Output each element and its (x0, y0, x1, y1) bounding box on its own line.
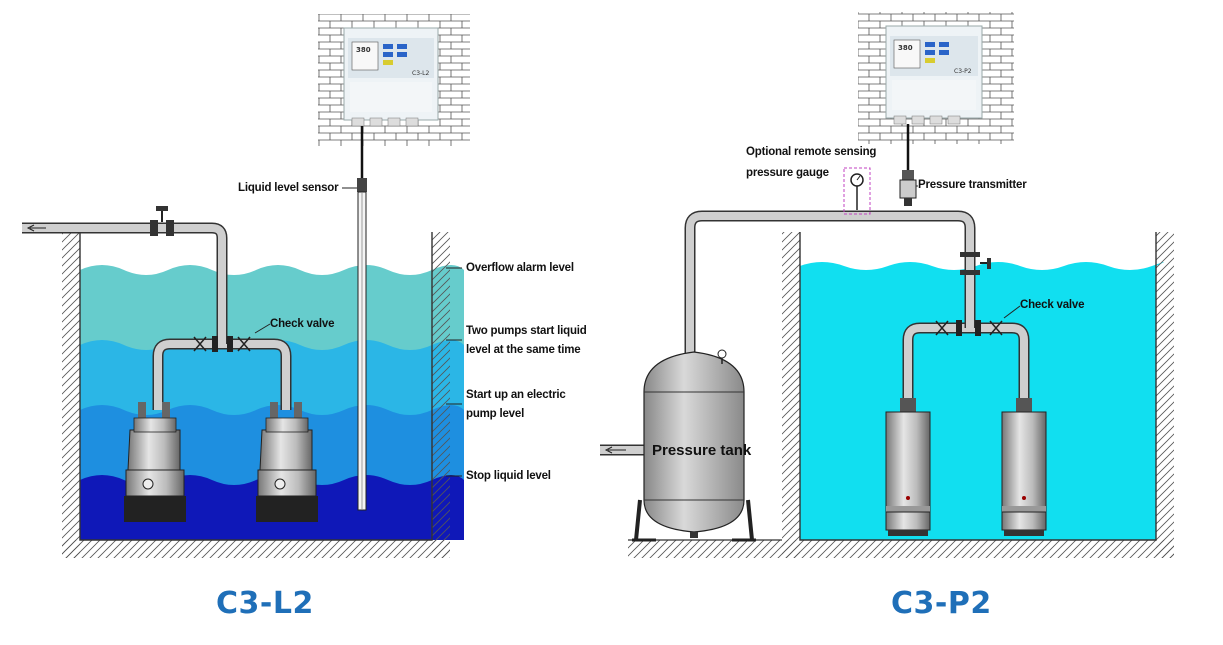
start-one-pump-label-2: pump level (466, 408, 525, 420)
pressure-transmitter-label: Pressure transmitter (918, 179, 1027, 191)
right-controller-model: C3-P2 (954, 68, 972, 75)
remote-gauge-label-2: pressure gauge (746, 167, 829, 179)
right-controller (858, 12, 1014, 172)
right-system-title: C3-P2 (891, 586, 992, 621)
overflow-alarm-level-label: Overflow alarm level (466, 262, 574, 274)
pressure-tank-shape (632, 349, 756, 542)
left-controller-display: 380 (356, 46, 371, 54)
left-pump-1 (124, 402, 186, 522)
left-leader-lines (446, 267, 462, 477)
left-pump-2 (256, 402, 318, 522)
stop-liquid-level-label: Stop liquid level (466, 470, 551, 482)
right-pump-1 (885, 398, 931, 536)
two-pumps-start-label-2: level at the same time (466, 344, 581, 356)
left-controller-model: C3-L2 (412, 70, 430, 77)
two-pumps-start-label-1: Two pumps start liquid (466, 325, 587, 337)
water-area (800, 262, 1165, 540)
left-piping (22, 206, 292, 410)
right-pump-2 (1001, 398, 1047, 536)
start-one-pump-label-1: Start up an electric (466, 389, 566, 401)
left-check-valve-label: Check valve (270, 318, 335, 330)
remote-gauge-label-1: Optional remote sensing (746, 146, 877, 158)
left-controller (318, 14, 470, 182)
right-controller-display: 380 (898, 44, 913, 52)
level-sensor (342, 178, 367, 511)
left-system-title: C3-L2 (216, 586, 314, 621)
pressure-transmitter (899, 170, 918, 206)
pressure-tank-label: Pressure tank (652, 442, 752, 459)
liquid-level-sensor-label: Liquid level sensor (238, 182, 339, 194)
right-piping (600, 210, 1030, 456)
right-check-valve-label: Check valve (1020, 299, 1085, 311)
remote-gauge (843, 167, 871, 215)
